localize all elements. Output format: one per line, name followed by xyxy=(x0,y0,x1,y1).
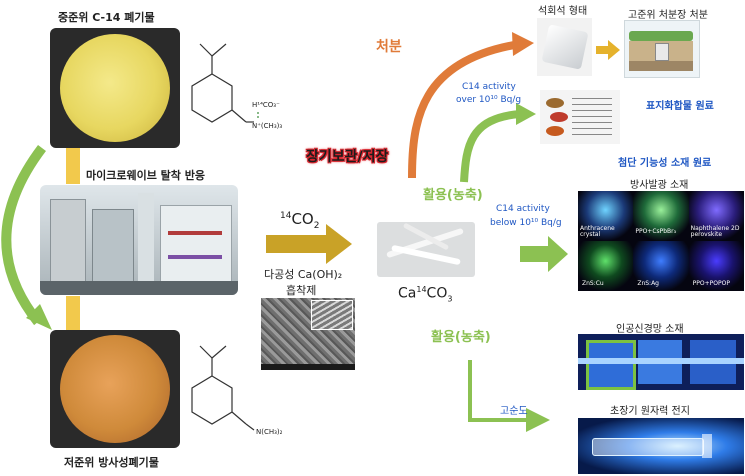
mid-level-waste-label: 중준위 C-14 폐기물 xyxy=(58,11,155,24)
neuromorphic-label: 인공신경망 소재 xyxy=(616,324,684,335)
microwave-reaction-label: 마이크로웨이브 탈착 반응 xyxy=(86,169,205,182)
bicarbonate-label: H¹⁴CO₃⁻ xyxy=(252,101,280,109)
high-activity-line1: C14 activity xyxy=(462,82,516,92)
scint-cell: PPO+CsPbBr₃ xyxy=(633,191,689,241)
scint-cell-label: Anthracene crystal xyxy=(580,224,615,239)
low-activity-line1: C14 activity xyxy=(496,204,550,214)
scint-cell: ZnS:Cu xyxy=(578,241,634,291)
caco3-sub: 3 xyxy=(447,294,453,304)
battery-arrow xyxy=(468,360,550,432)
adsorbent-label-1: 다공성 Ca(OH)₂ xyxy=(264,268,343,281)
labeled-compound-photo xyxy=(540,90,620,144)
limestone-arrow xyxy=(596,40,620,60)
caco3-label: Ca14CO3 xyxy=(398,285,452,303)
left-curved-arrow xyxy=(1,144,46,326)
co2-sup: 14 xyxy=(280,211,292,221)
scint-arrow xyxy=(520,236,568,272)
caco3-suffix: CO xyxy=(426,285,448,302)
labeled-compound-label: 표지화합물 원료 xyxy=(646,101,714,112)
yellow-resin-photo xyxy=(50,28,180,148)
adsorbent-label-2: 흡착제 xyxy=(286,284,317,297)
limestone-label: 석회석 형태 xyxy=(538,6,588,17)
caco3-powder-photo xyxy=(377,222,475,277)
disposal-label: 처분 xyxy=(376,39,402,55)
low-level-waste-label: 저준위 방사성폐기물 xyxy=(64,456,159,469)
co2-label: 14CO2 xyxy=(280,210,319,231)
disposal-site-label: 고준위 처분장 처분 xyxy=(628,10,708,21)
scint-cell-label: ZnS:Cu xyxy=(582,280,604,287)
storage-label: 장기보관/저장 xyxy=(306,149,389,165)
scint-cell-label: ZnS:Ag xyxy=(637,280,659,287)
scint-cell: Naphthalene 2D perovskite xyxy=(688,191,744,241)
caco3-sup: 14 xyxy=(416,285,427,294)
apparatus-photo xyxy=(40,185,238,295)
use-lower-label: 활용(농축) xyxy=(431,330,491,345)
scint-cell: ZnS:Ag xyxy=(633,241,689,291)
scint-cell: PPO+POPOP xyxy=(688,241,744,291)
scint-cell-label: PPO+CsPbBr₃ xyxy=(635,228,677,235)
disposal-site-diagram xyxy=(624,20,700,78)
scintillator-label: 방사발광 소재 xyxy=(630,180,689,191)
disposal-arrow xyxy=(408,40,521,179)
low-activity-line2: below 10¹⁰ Bq/g xyxy=(490,218,562,228)
scint-cell: Anthracene crystal xyxy=(578,191,634,241)
battery-photo xyxy=(578,418,744,474)
connector-bottom xyxy=(66,296,80,332)
ammonium-label: N⁺(CH₃)₃ xyxy=(252,122,283,130)
amine-label: N(CH₃)₂ xyxy=(256,428,283,436)
high-purity-label: 고순도 xyxy=(500,406,528,417)
scint-cell-label: PPO+POPOP xyxy=(692,280,730,287)
co2-main: CO xyxy=(291,210,314,228)
scint-cell-label: Naphthalene 2D perovskite xyxy=(690,224,740,239)
co2-sub: 2 xyxy=(313,221,320,231)
limestone-photo xyxy=(537,18,592,76)
battery-label: 초장기 원자력 전지 xyxy=(610,406,690,417)
use-upper-label: 활용(농축) xyxy=(423,188,483,203)
caco3-prefix: Ca xyxy=(398,285,417,302)
labeled-arrow xyxy=(460,110,521,183)
orange-resin-photo xyxy=(50,330,180,448)
sem-image xyxy=(261,298,355,370)
neuromorphic-photo xyxy=(578,334,744,390)
scintillator-grid: Anthracene crystal PPO+CsPbBr₃ Naphthale… xyxy=(578,191,744,291)
connector-top xyxy=(66,148,80,184)
advanced-material-label: 첨단 기능성 소재 원료 xyxy=(618,158,712,169)
high-activity-line2: over 10¹⁰ Bq/g xyxy=(456,95,522,105)
co2-arrow xyxy=(266,224,352,264)
